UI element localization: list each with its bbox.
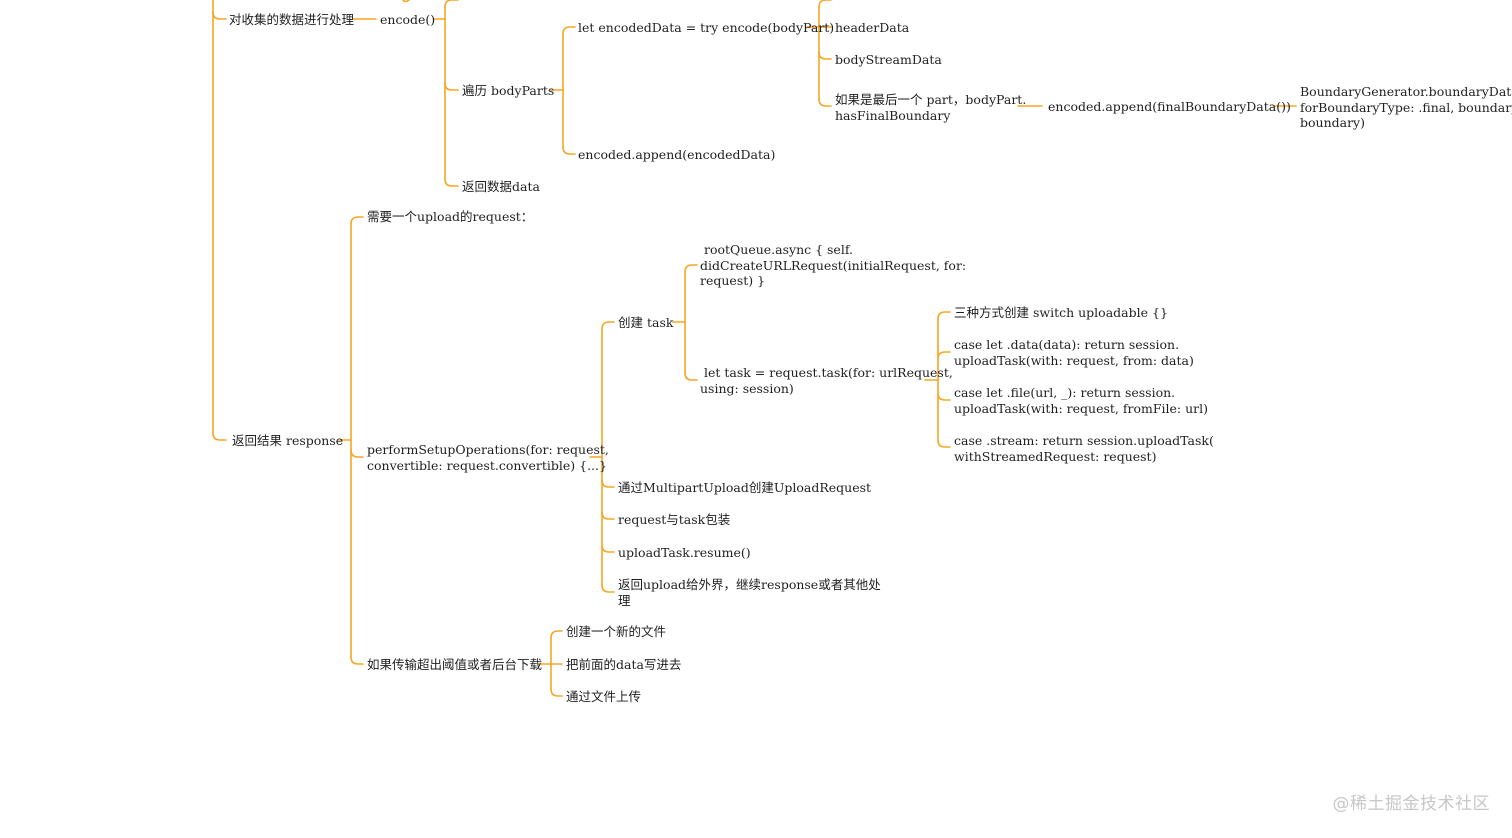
node-return-data: 返回数据data [462, 179, 540, 194]
node-perform-setup: performSetupOperations(for: request, con… [367, 442, 609, 473]
exceeds-branch [550, 630, 563, 639]
perform-setup-branch [601, 544, 615, 553]
root-branch-process [212, 11, 227, 20]
node-encoded-append: encoded.append(encodedData) [578, 147, 776, 162]
node-header-data: headerData [835, 20, 910, 35]
node-upload-resume: uploadTask.resume() [618, 545, 751, 560]
let-task-branch [937, 351, 951, 360]
encode-branch [444, 178, 459, 187]
node-three-ways: 三种方式创建 switch uploadable {} [954, 305, 1168, 320]
node-if-last-part: 如果是最后一个 part，bodyPart. hasFinalBoundary [835, 92, 1027, 123]
traverse-branch [562, 26, 576, 35]
perform-setup-branch [601, 321, 615, 330]
let-task-branch [937, 439, 951, 448]
node-write-data: 把前面的data写进去 [566, 657, 682, 672]
perform-setup-branch [601, 479, 615, 488]
traverse-branch [562, 146, 576, 155]
node-let-encoded: let encodedData = try encode(bodyPart) [578, 20, 835, 35]
root-spine [212, 0, 227, 441]
node-if-exceeds: 如果传输超出阈值或者后台下载 [367, 657, 543, 672]
let-encoded-branch [818, 0, 832, 8]
node-create-new-file: 创建一个新的文件 [566, 624, 667, 639]
node-case-data: case let .data(data): return session. up… [954, 337, 1194, 368]
node-return-response: 返回结果 response [232, 433, 344, 448]
encode-branch [444, 0, 459, 8]
watermark: @稀土掘金技术社区 [1332, 794, 1490, 814]
create-task-branch [684, 264, 698, 273]
perform-setup-branch [601, 511, 615, 520]
response-branch [350, 449, 364, 458]
node-encode: encode() [380, 12, 436, 27]
let-task-branch [937, 392, 951, 401]
node-return-upload: 返回upload给外界，继续response或者其他处 理 [618, 577, 881, 608]
node-create-task: 创建 task [618, 315, 674, 330]
node-encoded-append-final: encoded.append(finalBoundaryData()) [1048, 99, 1291, 114]
perform-setup-branch [601, 584, 615, 593]
response-branch [350, 216, 364, 225]
node-boundary-generator: BoundaryGenerator.boundaryData( forBound… [1300, 84, 1512, 130]
node-upload-via-file: 通过文件上传 [566, 689, 642, 704]
let-task-branch [937, 311, 951, 320]
node-body-stream-data: bodyStreamData [835, 52, 942, 67]
node-traverse-bodyparts: 遍历 bodyParts [462, 83, 555, 98]
node-let-task: let task = request.task(for: urlRequest,… [700, 365, 953, 396]
node-process-collected: 对收集的数据进行处理 [229, 12, 355, 27]
node-request-task-wrap: request与task包装 [618, 512, 731, 527]
encode-branch [444, 82, 459, 91]
node-case-file: case let .file(url, _): return session. … [954, 385, 1209, 416]
let-encoded-branch [818, 51, 832, 60]
node-need-upload-request: 需要一个upload的request： [367, 209, 534, 224]
let-encoded-branch [818, 98, 832, 107]
create-task-branch [684, 372, 698, 381]
top-cut-line [402, 0, 410, 3]
node-case-stream: case .stream: return session.uploadTask(… [954, 433, 1214, 464]
node-via-multipart: 通过MultipartUpload创建UploadRequest [618, 480, 872, 495]
exceeds-branch [550, 688, 563, 697]
response-branch [350, 656, 364, 665]
node-root-queue: rootQueue.async { self. didCreateURLRequ… [700, 242, 967, 288]
